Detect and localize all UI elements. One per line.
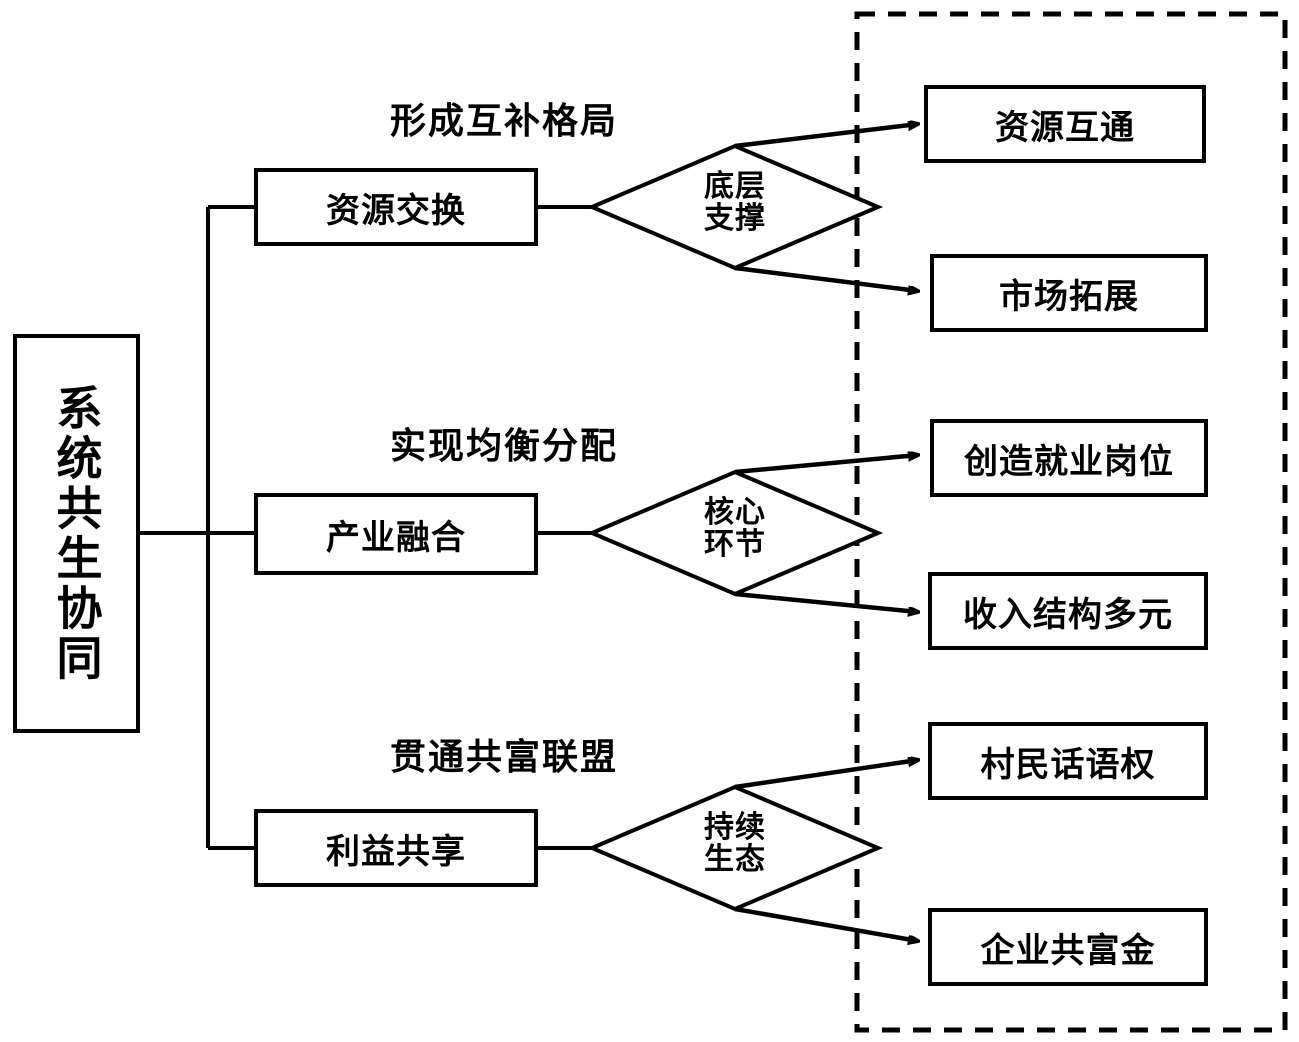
branch-node-benefit-sharing[interactable]: 利益共享 <box>254 809 538 887</box>
section-label-1: 形成互补格局 <box>390 101 619 142</box>
section-label-3: 贯通共富联盟 <box>390 737 619 778</box>
outcome-node-create-jobs[interactable]: 创造就业岗位 <box>930 419 1208 497</box>
diamond-3 <box>586 784 884 912</box>
diamond2-to-outcome1-arrow <box>734 455 918 475</box>
dashed-region-border <box>854 11 1288 1033</box>
outcome-node-enterprise-fund[interactable]: 企业共富金 <box>928 908 1208 986</box>
outcome-node-resource-interconnect[interactable]: 资源互通 <box>924 85 1206 163</box>
branch-node-resource-exchange[interactable]: 资源交换 <box>254 168 538 246</box>
diamond-2 <box>586 469 884 597</box>
diamond3-to-outcome2-arrow <box>734 906 918 941</box>
diamond1-to-outcome2-arrow <box>734 265 918 291</box>
diamond1-to-outcome1-arrow <box>734 124 918 149</box>
branch-node-industry-integration[interactable]: 产业融合 <box>254 493 538 575</box>
diamond-label-3: 持续 生态 <box>704 810 766 877</box>
diamond-label-1: 底层 支撑 <box>704 169 766 236</box>
diamond-label-2: 核心 环节 <box>704 495 766 562</box>
root-node-system-symbiosis[interactable]: 系统共生协同 <box>13 334 140 733</box>
outcome-node-market-expansion[interactable]: 市场拓展 <box>930 254 1208 332</box>
diamond3-to-outcome1-arrow <box>734 760 918 790</box>
section-label-2: 实现均衡分配 <box>390 426 619 467</box>
outcome-node-diverse-income[interactable]: 收入结构多元 <box>928 572 1208 650</box>
diamond2-to-outcome2-arrow <box>734 591 918 612</box>
diamond-1 <box>586 143 884 271</box>
outcome-node-villager-voice[interactable]: 村民话语权 <box>928 722 1208 800</box>
